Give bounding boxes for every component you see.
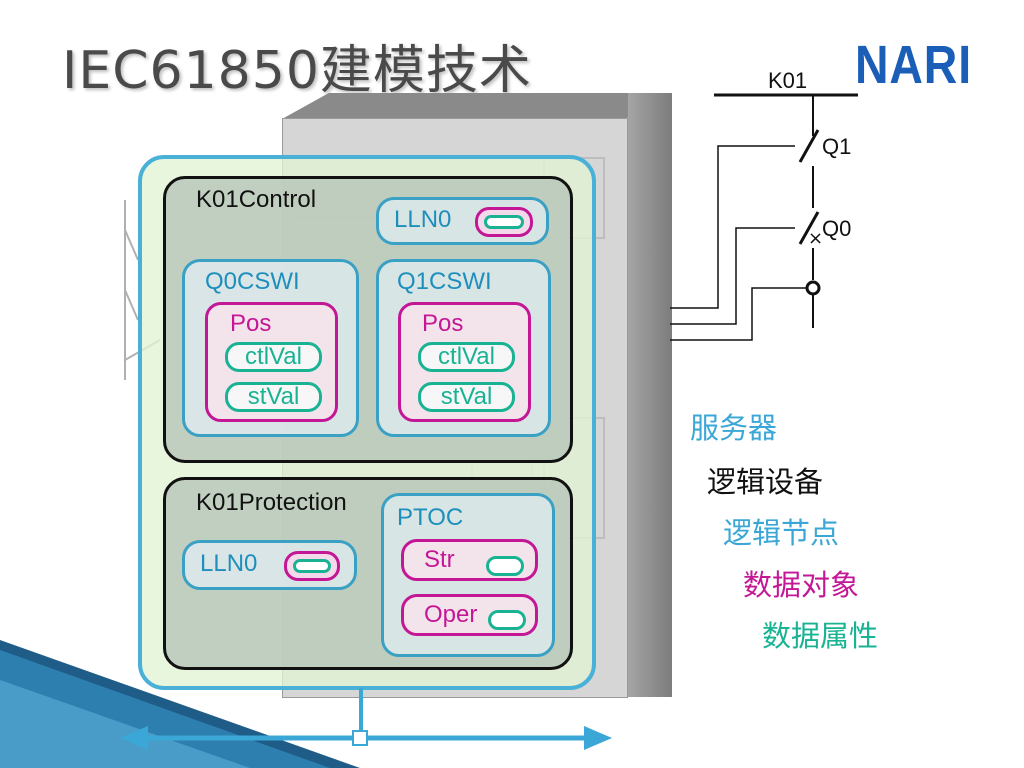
legend-logical-device: 逻辑设备 bbox=[707, 465, 824, 499]
cabinet-side bbox=[628, 93, 672, 697]
ptoc-label: PTOC bbox=[397, 504, 464, 531]
control-lln0-label: LLN0 bbox=[394, 206, 452, 233]
page-title: IEC61850建模技术 bbox=[62, 41, 532, 101]
q0cswi-ctlval-attribute: ctlVal bbox=[225, 342, 322, 372]
switch-label-q1: Q1 bbox=[822, 134, 852, 159]
ptoc-str-attribute-pill bbox=[486, 556, 524, 576]
protection-lln0-label: LLN0 bbox=[200, 550, 258, 577]
bus-label-k01: K01 bbox=[768, 68, 808, 93]
q1cswi-stval-attribute: stVal bbox=[418, 382, 515, 412]
ptoc-str-label: Str bbox=[424, 546, 455, 573]
q0cswi-pos-label: Pos bbox=[230, 310, 272, 337]
cabinet-top bbox=[282, 93, 672, 119]
legend-logical-node: 逻辑节点 bbox=[723, 516, 840, 550]
q1cswi-pos-label: Pos bbox=[422, 310, 464, 337]
ptoc-oper-attribute-pill bbox=[488, 610, 526, 630]
network-bus-arrow bbox=[120, 688, 612, 750]
control-lln0-data-pill bbox=[475, 207, 533, 237]
q1cswi-label: Q1CSWI bbox=[397, 268, 492, 295]
ptoc-oper-label: Oper bbox=[424, 601, 478, 628]
q1cswi-ctlval-attribute: ctlVal bbox=[418, 342, 515, 372]
legend-data-object: 数据对象 bbox=[743, 568, 860, 602]
logical-device-protection-label: K01Protection bbox=[196, 489, 347, 516]
legend-data-attribute: 数据属性 bbox=[762, 619, 879, 653]
legend-server: 服务器 bbox=[690, 411, 778, 445]
protection-lln0-data-pill bbox=[284, 551, 340, 581]
svg-text:×: × bbox=[808, 228, 823, 249]
logical-device-control-label: K01Control bbox=[196, 186, 317, 213]
schematic-wiring: × bbox=[670, 93, 858, 341]
switch-label-q0: Q0 bbox=[822, 216, 852, 241]
q0cswi-label: Q0CSWI bbox=[205, 268, 300, 295]
nari-logo: NARI bbox=[855, 35, 972, 95]
q0cswi-stval-attribute: stVal bbox=[225, 382, 322, 412]
